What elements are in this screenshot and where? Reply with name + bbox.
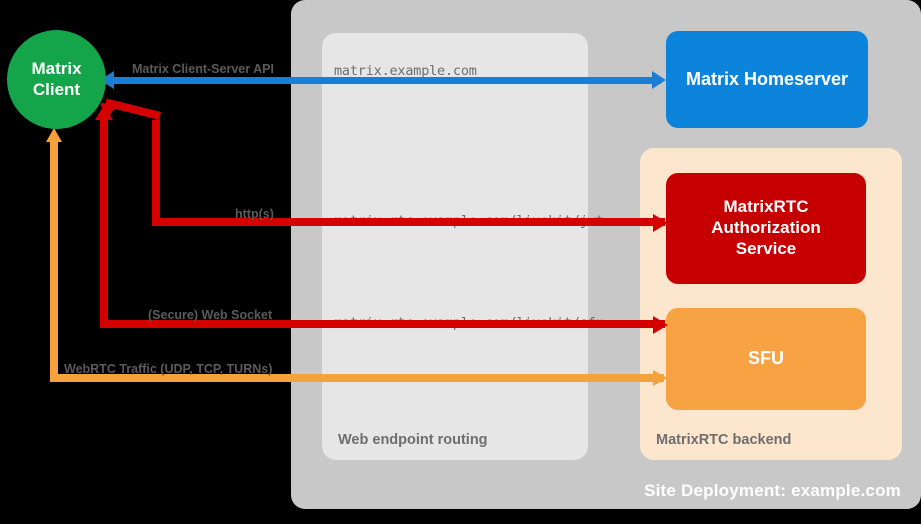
cs-api-label: Matrix Client-Server API — [132, 62, 274, 76]
websocket-horizontal-line — [100, 320, 665, 328]
https-label: http(s) — [235, 207, 274, 221]
https-horizontal-line — [152, 218, 665, 226]
websocket-label: (Secure) Web Socket — [148, 308, 273, 322]
cs-api-arrowhead-homeserver — [652, 71, 666, 89]
site-deployment-label: Site Deployment: example.com — [644, 481, 901, 500]
webrtc-arrowhead-client — [46, 128, 62, 142]
webrtc-horizontal-line — [50, 374, 664, 382]
node-sfu-label: SFU — [748, 348, 784, 369]
web-endpoint-routing-panel: matrix.example.com matrix-rtc.example.co… — [322, 33, 604, 460]
matrixrtc-backend-label: MatrixRTC backend — [656, 432, 792, 448]
cs-api-horizontal-line — [114, 77, 661, 84]
websocket-vertical-line — [100, 118, 108, 324]
node-matrix-homeserver-label: Matrix Homeserver — [685, 68, 849, 89]
webrtc-arrowhead-sfu — [653, 370, 667, 386]
https-vertical-line — [152, 120, 160, 222]
node-sfu[interactable]: SFU — [666, 308, 866, 410]
endpoint-matrix: matrix.example.com — [334, 63, 477, 79]
webrtc-vertical-line — [50, 140, 58, 380]
websocket-arrowhead-client — [95, 105, 113, 120]
websocket-arrowhead-sfu — [653, 316, 668, 334]
webrtc-traffic-label: WebRTC Traffic (UDP, TCP, TURNs) — [64, 362, 273, 376]
node-matrix-client[interactable]: Matrix Client — [7, 30, 106, 129]
web-endpoint-routing-label: Web endpoint routing — [338, 432, 488, 448]
node-matrix-homeserver[interactable]: Matrix Homeserver — [666, 31, 868, 128]
node-matrix-client-label: Matrix Client — [31, 59, 82, 99]
https-arrowhead-auth — [653, 214, 668, 232]
node-matrixrtc-authorization-service-label: MatrixRTC Authorization Service — [711, 197, 821, 258]
node-matrixrtc-authorization-service[interactable]: MatrixRTC Authorization Service — [666, 173, 866, 284]
